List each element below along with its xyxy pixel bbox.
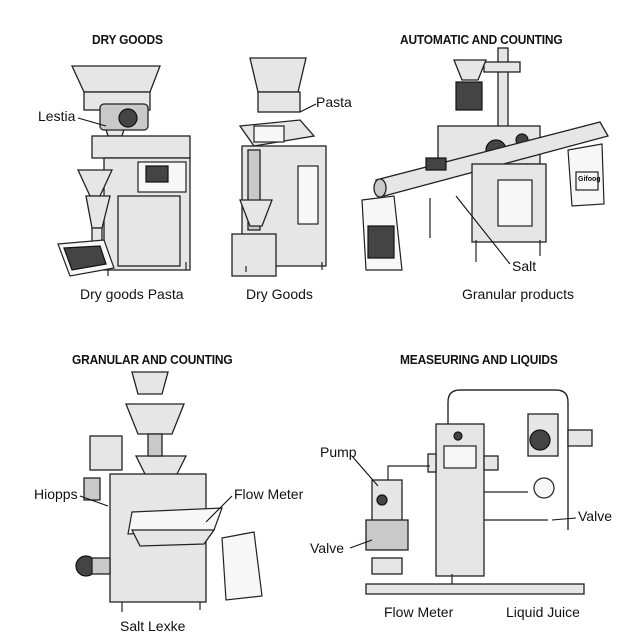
section-title-measuring-liquids: MEASEURING AND LIQUIDS <box>400 352 558 367</box>
label-liquid-juice: Liquid Juice <box>506 604 580 620</box>
label-valve-left: Valve <box>310 540 344 556</box>
label-flow-meter-granular: Flow Meter <box>234 486 304 502</box>
label-salt-lexke: Salt Lexke <box>120 618 186 634</box>
label-flow-meter-liquid: Flow Meter <box>384 604 454 620</box>
automatic-counting-machine <box>361 47 609 271</box>
label-valve-right: Valve <box>578 508 612 524</box>
label-salt: Salt <box>512 258 537 274</box>
label-dry-goods-pasta: Dry goods Pasta <box>80 286 184 302</box>
section-title-automatic-counting: AUTOMATIC AND COUNTING <box>400 32 563 47</box>
dry-goods-machine-2 <box>231 57 327 277</box>
label-pasta: Pasta <box>316 94 352 110</box>
granular-counting-machine <box>75 371 263 612</box>
dry-goods-machine-1 <box>57 65 191 277</box>
label-dry-goods: Dry Goods <box>246 286 313 302</box>
label-granular-products: Granular products <box>462 286 575 302</box>
section-title-granular-counting: GRANULAR AND COUNTING <box>72 352 233 367</box>
label-lestia: Lestia <box>38 108 76 124</box>
section-title-dry-goods: DRY GOODS <box>92 32 163 47</box>
label-pump: Pump <box>320 444 357 460</box>
label-hiopps: Hiopps <box>34 486 78 502</box>
liquid-measuring-machine <box>365 389 593 595</box>
bag-brand-text: Gifoog <box>578 176 601 183</box>
